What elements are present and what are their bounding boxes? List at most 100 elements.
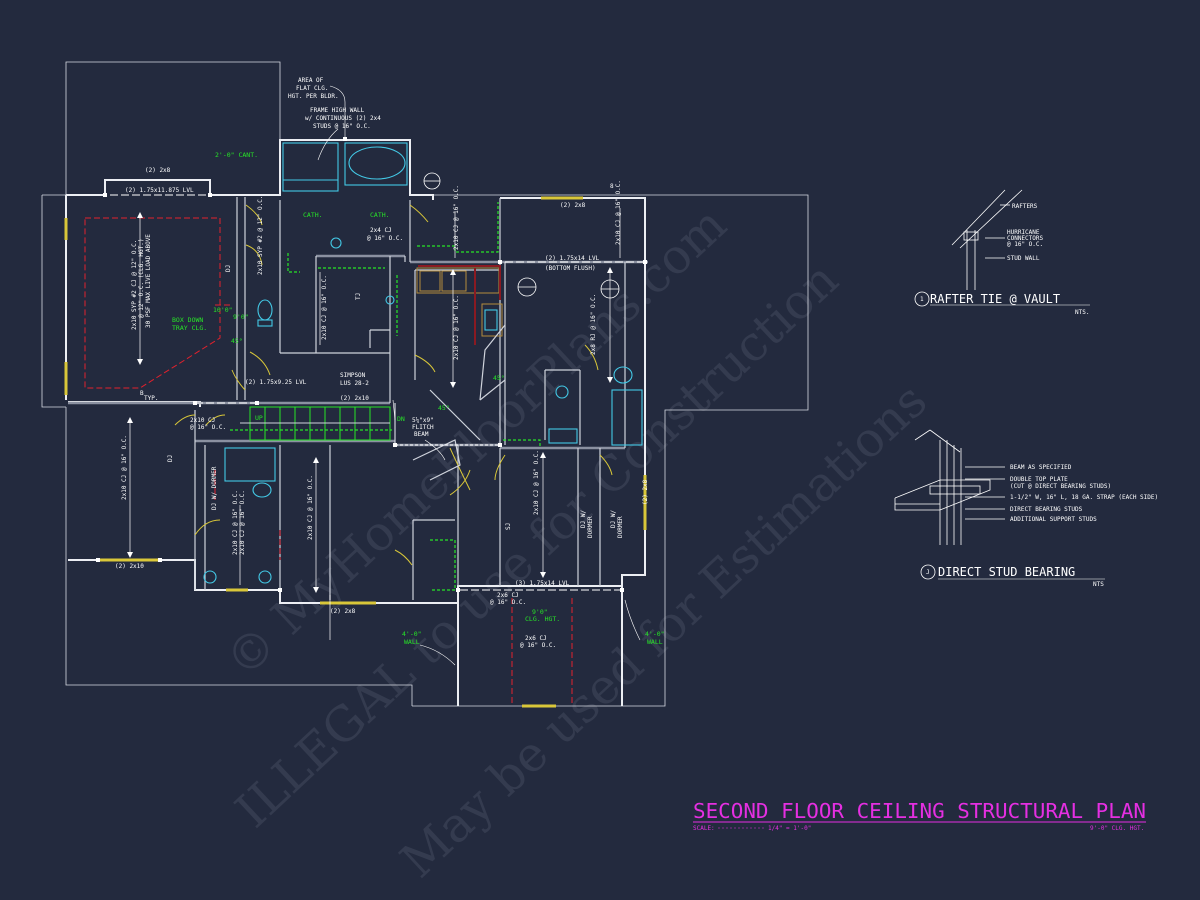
note: 2x10 CJ @ 16" O.C.: [453, 295, 460, 360]
rafter-detail-title: RAFTER TIE @ VAULT: [930, 292, 1060, 306]
note: SIMPSON: [340, 372, 366, 379]
wall-note: 4'-0": [402, 630, 422, 638]
height-note: 10'0": [213, 306, 233, 314]
note: B: [140, 390, 144, 397]
interior-partitions: [194, 197, 626, 600]
height-note: 9'0": [233, 313, 249, 321]
plumbing-fixtures: [203, 142, 643, 584]
note: HGT. PER BLDR.: [288, 93, 339, 100]
cant-note: 2'-0" CANT.: [215, 151, 258, 159]
doors: [174, 204, 613, 566]
stud-callout: 1-1/2" W, 16" L, 18 GA. STRAP (EACH SIDE…: [1010, 494, 1158, 501]
note: DJ W/: [610, 510, 617, 528]
note: DORMER: [617, 516, 624, 538]
note: (2) 1.75x14 LVL: [545, 255, 600, 262]
stud-bearing-detail: BEAM AS SPECIFIED DOUBLE TOP PLATE (CUT …: [894, 429, 1158, 588]
note: 30 PSF MAX LIVE LOAD ABOVE: [145, 234, 152, 328]
dark-red-walls: [418, 265, 501, 345]
note: w/ CONTINUOUS (2) 2x4: [305, 115, 381, 122]
note: 5¼"x9": [412, 417, 434, 424]
note: DJ: [167, 455, 174, 462]
stud-callout: ADDITIONAL SUPPORT STUDS: [1010, 516, 1097, 523]
note: (2) 2x10: [115, 563, 144, 570]
wall-note: WALL: [404, 638, 420, 646]
note: (2) 2x8: [642, 479, 649, 505]
rafter-detail-number: 1: [920, 296, 924, 303]
scale-label: SCALE:: [693, 825, 715, 832]
note: 2x8 RJ @ 16" O.C.: [590, 294, 597, 355]
stud-callout: BEAM AS SPECIFIED: [1010, 464, 1072, 471]
note: @ 16" O.C.: [367, 235, 403, 242]
cath-note: CATH.: [370, 211, 390, 219]
stud-callout: DIRECT BEARING STUDS: [1010, 506, 1083, 513]
cath-note: CATH.: [303, 211, 323, 219]
note: 8: [610, 183, 614, 190]
note: (2) 1.75x9.25 LVL: [245, 379, 307, 386]
section-markers: [423, 172, 620, 299]
ceiling-height: 9'-0" CLG. HGT.: [1090, 825, 1144, 832]
note: SJ: [505, 523, 512, 530]
note: @ 16" O.C.: [490, 599, 526, 606]
note: @ 16" O.C.: [190, 424, 226, 431]
note: 2x10 CJ @ 16" O.C.: [321, 275, 328, 340]
windows: [64, 196, 647, 708]
roof-outline: [41, 61, 809, 707]
note: 2x10 CJ @ 16" O.C.: [232, 490, 239, 555]
rafter-callout: STUD WALL: [1007, 255, 1040, 262]
note: (2) 2x8: [560, 202, 586, 209]
green-ceiling-outlines: [230, 202, 541, 591]
casework: [416, 267, 503, 337]
angled-walls: [412, 324, 506, 481]
stud-callout: (CUT @ DIRECT BEARING STUDS): [1010, 483, 1111, 490]
stud-detail-title: DIRECT STUD BEARING: [938, 565, 1075, 579]
note: FLAT CLG.: [296, 85, 329, 92]
clg-height-note: 9'0": [532, 608, 548, 616]
note: 2x10 CJ @ 16" O.C.: [453, 185, 460, 250]
leader-lines: [317, 85, 641, 666]
note: AREA OF: [298, 77, 324, 84]
note: 2x10 CJ @ 16" O.C.: [121, 435, 128, 500]
stairs: [240, 406, 391, 441]
note: TYP.: [144, 395, 158, 402]
wall-note: 4'-0": [645, 630, 665, 638]
white-notes: AREA OF FLAT CLG. HGT. PER BLDR. FRAME H…: [115, 77, 649, 649]
rafter-callout: @ 16" O.C.: [1007, 241, 1043, 248]
note: DJ W/: [580, 510, 587, 528]
rafter-tie-detail: RAFTERS HURRICANE CONNECTORS @ 16" O.C. …: [914, 189, 1090, 316]
post-markers: [96, 137, 647, 592]
rafter-callout: CONNECTORS: [1007, 235, 1044, 242]
note: TJ: [355, 293, 362, 300]
note: 2x10 CJ @ 16" O.C.: [307, 475, 314, 540]
note: (2) 2x8: [330, 608, 356, 615]
note: 2x10 SYP #2 @ 12" O.C.: [257, 196, 264, 275]
joist-span-arrows: [129, 208, 621, 640]
note: 2x10 SYP #2 CJ @ 12" O.C.: [131, 240, 138, 330]
rafter-callout: HURRICANE: [1007, 229, 1040, 236]
note: BEAM: [414, 431, 429, 438]
note: (3) 1.75x14 LVL: [515, 580, 570, 587]
note: @ 16" O.C.: [520, 642, 556, 649]
angle-note: 45°: [493, 374, 505, 382]
stud-detail-number: J: [926, 569, 930, 576]
note: (2) 1.75x11.875 LVL: [125, 187, 194, 194]
scale-value: 1/4" = 1'-0": [768, 825, 811, 832]
stair-up: UP: [255, 414, 263, 422]
note: 2x10 CJ: [190, 417, 215, 424]
note: 2x10 CJ @ 16" O.C.: [615, 180, 622, 245]
angle-note: 45°: [231, 337, 243, 345]
note: 2x10 CJ @ 16" O.C.: [239, 490, 246, 555]
tray-note: TRAY CLG.: [172, 324, 207, 332]
note: DJ W/ DORMER: [211, 466, 218, 510]
wall-note: WALL: [647, 638, 663, 646]
rafter-detail-nts: NTS.: [1075, 309, 1089, 316]
stud-callout: DOUBLE TOP PLATE: [1010, 476, 1068, 483]
ceiling-dash-lines: [84, 217, 573, 703]
note: @ 12" O.C. (CLG. HGT.): [138, 239, 145, 318]
arrow-heads: [127, 212, 613, 593]
note: 2x4 CJ: [370, 227, 392, 234]
note: 2x6 CJ: [497, 592, 519, 599]
title-block: SECOND FLOOR CEILING STRUCTURAL PLAN SCA…: [693, 799, 1146, 832]
note: STUDS @ 16" O.C.: [313, 123, 371, 130]
note: FRAME HIGH WALL: [310, 107, 365, 114]
